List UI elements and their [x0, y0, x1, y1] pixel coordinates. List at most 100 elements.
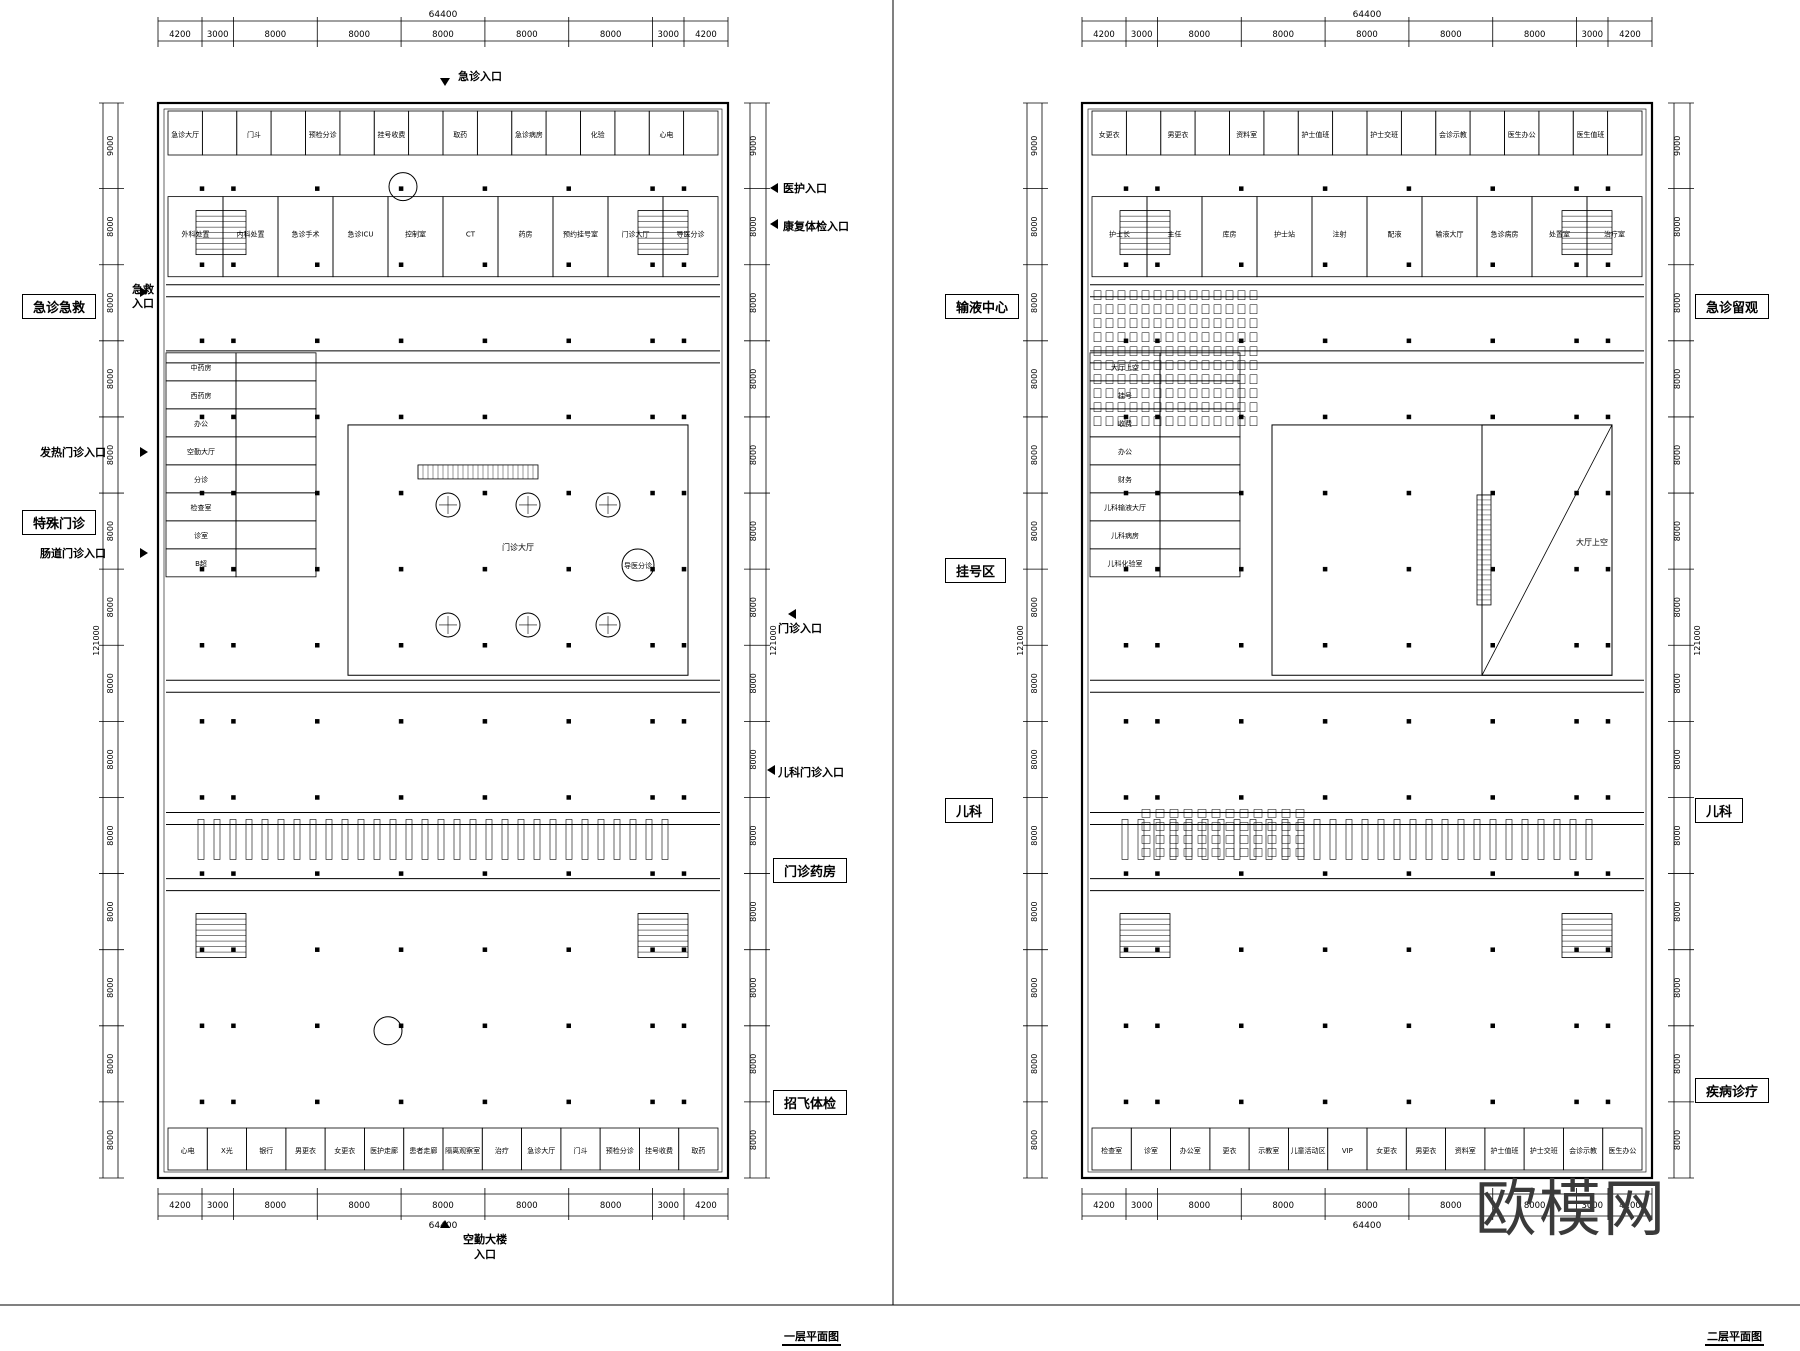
infusion-chair: [1093, 360, 1102, 370]
infusion-chair: [1281, 848, 1291, 857]
room-label: 预检分诊: [309, 130, 337, 139]
infusion-chair: [1225, 835, 1235, 844]
infusion-chair: [1237, 346, 1246, 356]
structural-column: [1406, 1099, 1412, 1105]
room-label: 会诊示教: [1439, 130, 1467, 139]
structural-column: [681, 338, 687, 344]
dimension-label: 3000: [657, 30, 679, 40]
structural-column: [1155, 186, 1160, 191]
structural-column: [650, 947, 655, 952]
infusion-chair: [1201, 346, 1210, 356]
structural-column: [231, 719, 236, 724]
structural-column: [1406, 566, 1412, 572]
infusion-chair: [1129, 318, 1138, 328]
room-label: 银行: [259, 1146, 273, 1155]
structural-column: [650, 1023, 655, 1029]
dimension-label: 4200: [169, 30, 191, 40]
dimension-label: 8000: [106, 1130, 115, 1150]
entry-fever-clinic: 发热门诊入口: [40, 446, 106, 459]
infusion-chair: [1153, 346, 1162, 356]
entry-outpatient: 门诊入口: [778, 622, 822, 635]
infusion-chair: [1225, 388, 1234, 398]
side-label-registration: 挂号区: [945, 558, 1007, 583]
infusion-chair: [1225, 374, 1234, 384]
shelf: [373, 819, 381, 860]
structural-column: [1605, 1023, 1611, 1029]
structural-column: [650, 186, 655, 191]
shelf: [421, 819, 429, 860]
dimension-label: 3000: [1581, 30, 1603, 40]
infusion-chair: [1165, 290, 1174, 300]
infusion-chair: [1105, 332, 1114, 342]
room-cell: [1159, 408, 1241, 438]
structural-column: [199, 795, 205, 800]
structural-column: [231, 795, 236, 800]
dimension-label: 8000: [1030, 749, 1039, 769]
planter-circle: [515, 612, 541, 638]
room-label: 护士值班: [1301, 130, 1329, 139]
infusion-chair: [1213, 402, 1222, 412]
room-label: 急诊ICU: [347, 230, 373, 239]
structural-column: [1574, 871, 1579, 876]
structural-column: [398, 186, 404, 191]
shelf: [1121, 819, 1129, 860]
structural-column: [231, 262, 236, 267]
infusion-chair: [1129, 346, 1138, 356]
structural-column: [650, 643, 655, 648]
room-cell: [270, 110, 306, 156]
infusion-chair: [1153, 388, 1162, 398]
structural-column: [1322, 186, 1328, 191]
infusion-chair: [1141, 416, 1150, 426]
shelf: [453, 819, 461, 860]
structural-column: [1605, 643, 1611, 648]
outer-wall: [1080, 101, 1654, 1180]
room-cell: [408, 110, 444, 156]
room-cell: [678, 1127, 719, 1171]
structural-column: [231, 186, 236, 191]
structural-column: [1574, 186, 1579, 191]
infusion-chair: [1189, 388, 1198, 398]
infusion-chair: [1295, 835, 1305, 844]
structural-column: [1490, 947, 1495, 952]
dimension-label: 8000: [749, 369, 758, 389]
infusion-chair: [1165, 402, 1174, 412]
room-label: 取药: [453, 130, 467, 139]
infusion-chair: [1267, 809, 1277, 818]
dimension-label: 8000: [106, 293, 115, 313]
entry-arrow: [140, 548, 148, 558]
room-cell: [235, 408, 317, 438]
structural-column: [482, 186, 488, 191]
structural-column: [1123, 186, 1129, 191]
structural-column: [681, 262, 687, 267]
room-label: 挂号收费: [377, 130, 405, 139]
structural-column: [566, 186, 571, 191]
structural-column: [681, 566, 687, 572]
infusion-chair: [1141, 374, 1150, 384]
structural-column: [315, 643, 320, 648]
infusion-chair: [1239, 822, 1249, 831]
structural-column: [231, 871, 236, 876]
structural-column: [1239, 643, 1244, 648]
shelf: [1473, 819, 1481, 860]
structural-column: [315, 186, 320, 191]
infusion-chair: [1105, 318, 1114, 328]
structural-column: [1490, 643, 1495, 648]
shelf: [325, 819, 333, 860]
dimension-label: 8000: [265, 30, 287, 40]
infusion-chair: [1117, 374, 1126, 384]
room-label: 会诊示教: [1569, 1146, 1597, 1155]
structural-column: [566, 1099, 571, 1105]
structural-column: [1239, 795, 1244, 800]
structural-column: [566, 566, 571, 572]
entry-arrow: [440, 78, 450, 86]
room-label: 男更衣: [1415, 1146, 1436, 1155]
structural-column: [1490, 1023, 1495, 1029]
dimension-label: 8000: [1272, 30, 1294, 40]
infusion-chair: [1165, 416, 1174, 426]
infusion-chair: [1129, 360, 1138, 370]
infusion-chair: [1093, 318, 1102, 328]
infusion-chair: [1105, 388, 1114, 398]
dimension-label: 8000: [1673, 749, 1682, 769]
infusion-chair: [1093, 388, 1102, 398]
dimension-label: 8000: [749, 749, 758, 769]
